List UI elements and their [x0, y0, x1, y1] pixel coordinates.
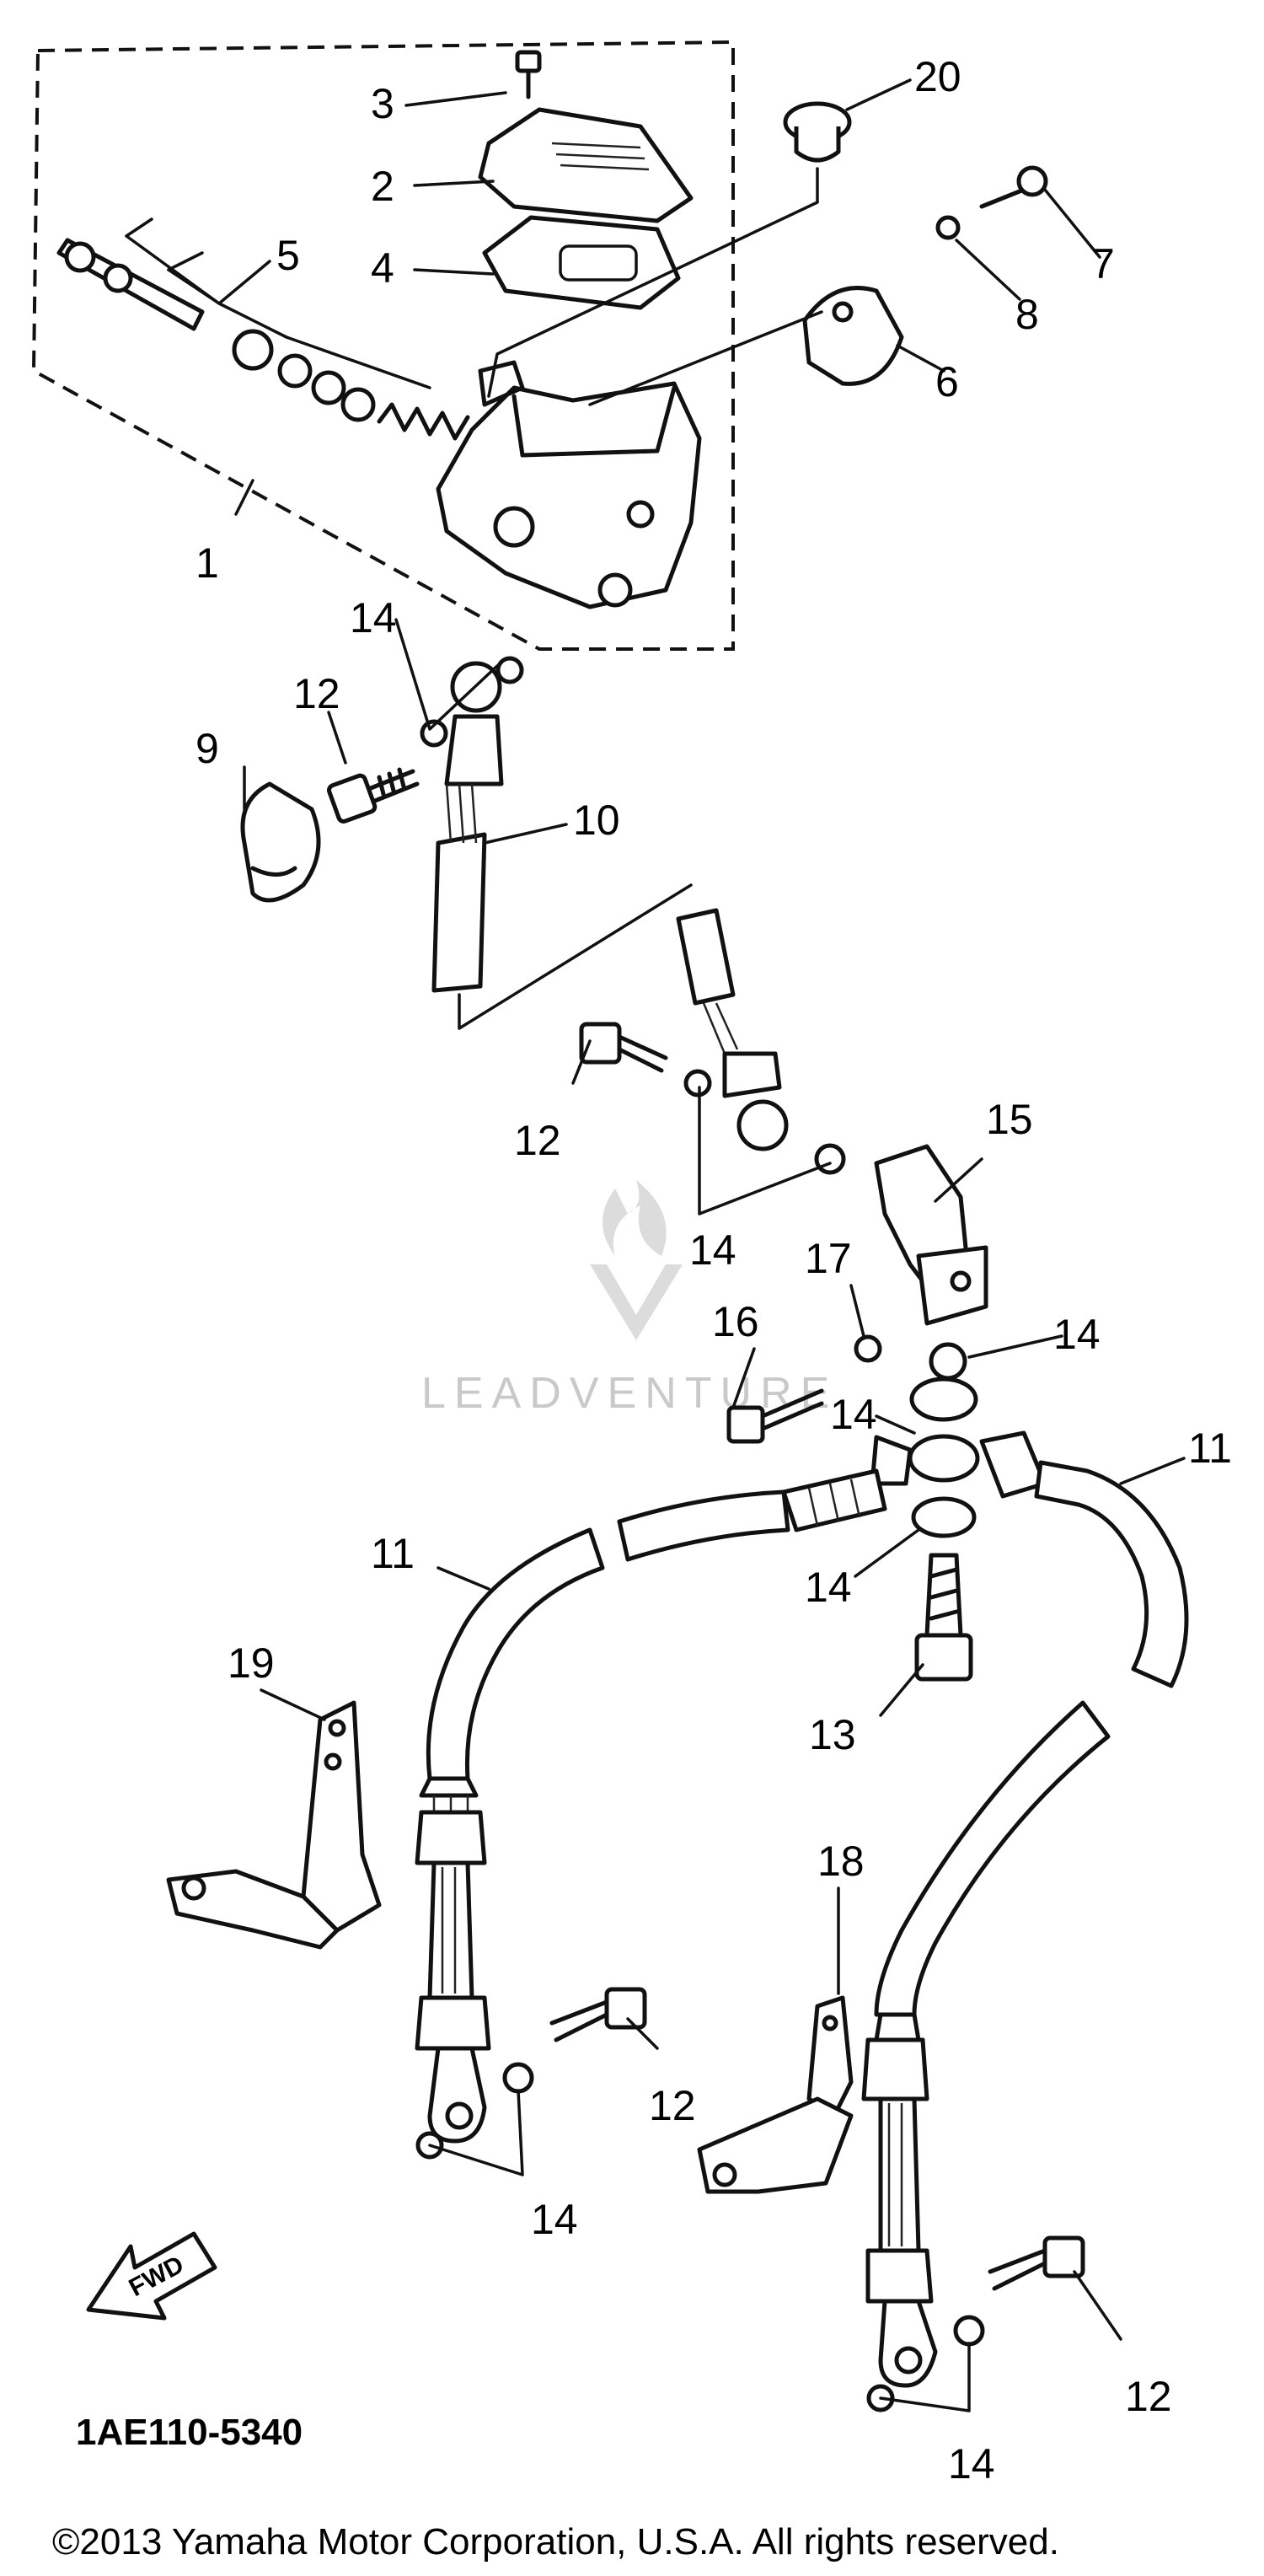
leader-lines: [125, 78, 1186, 2412]
diaphragm: [482, 215, 681, 310]
callout-14-stack-mid: 14: [830, 1391, 877, 1438]
callout-14-lower-right: 14: [948, 2440, 995, 2487]
master-cylinder-assembly: [31, 40, 735, 651]
callout-19: 19: [228, 1640, 275, 1687]
left-brake-hose: [415, 1468, 887, 2160]
reservoir-plug: [487, 101, 852, 398]
callout-10: 10: [573, 797, 620, 844]
copyright-notice: ©2013 Yamaha Motor Corporation, U.S.A. A…: [52, 2521, 1059, 2563]
callout-12-upper: 12: [293, 670, 340, 717]
upper-brake-hose-end: [420, 656, 693, 1030]
diagram-code: 1AE110-5340: [76, 2412, 303, 2453]
cap-screw: [515, 50, 542, 99]
forward-arrow-icon: FWD: [86, 2231, 217, 2321]
callout-14-lower-left: 14: [531, 2196, 578, 2243]
callout-20: 20: [914, 53, 961, 100]
callout-12-lower-right: 12: [1125, 2373, 1172, 2420]
mirror-screw: [979, 165, 1048, 209]
callout-14-stack-low: 14: [805, 1564, 852, 1611]
watermark: LEADVENTURE: [421, 1180, 829, 1418]
callout-14-middle: 14: [689, 1226, 736, 1274]
hose-holder-19: [166, 1700, 382, 1950]
union-bolt-lower-left: [549, 1987, 647, 2042]
callout-11-left: 11: [371, 1530, 415, 1577]
callout-2: 2: [371, 163, 394, 210]
boot-cap: [240, 781, 321, 903]
callout-5: 5: [276, 232, 300, 279]
callout-12-middle: 12: [514, 1117, 561, 1164]
union-bolt-lower-right: [988, 2235, 1085, 2291]
callout-labels: 1 2 3 4 5 6 7 8 9 10 11 11 12 12 12 12 1…: [195, 53, 1232, 2487]
callout-12-lower-left: 12: [649, 2082, 696, 2129]
washer-8: [935, 215, 961, 240]
callout-14-stack-top: 14: [1053, 1311, 1101, 1358]
callout-13: 13: [809, 1711, 856, 1758]
hose-middle-end: [676, 908, 846, 1175]
watermark-logo-icon: [590, 1180, 683, 1340]
brake-hose-joint: [874, 1144, 988, 1326]
callout-16: 16: [712, 1298, 759, 1345]
joint-bolt: [726, 1388, 824, 1444]
right-brake-hose: [861, 1460, 1189, 2412]
callout-9: 9: [195, 725, 219, 772]
master-cylinder-body: [436, 360, 702, 609]
callout-14-top: 14: [350, 594, 397, 641]
hose-holder-18: [697, 1995, 854, 2194]
callout-1: 1: [195, 539, 219, 587]
callout-3: 3: [371, 80, 394, 127]
callout-18: 18: [817, 1838, 865, 1885]
union-bolt-upper: [326, 767, 420, 824]
callout-8: 8: [1015, 291, 1039, 338]
union-bolt-middle: [579, 1022, 668, 1073]
callout-17: 17: [805, 1235, 852, 1282]
callout-11-right: 11: [1188, 1425, 1232, 1472]
joint-nut: [854, 1334, 882, 1363]
reservoir-cap: [478, 107, 694, 223]
callout-4: 4: [371, 244, 394, 292]
callout-6: 6: [935, 358, 959, 405]
callout-15: 15: [986, 1096, 1033, 1143]
holder-clamp: [588, 286, 904, 406]
piston-kit: [56, 217, 470, 441]
three-way-banjo: [870, 1342, 1047, 1682]
callout-7: 7: [1091, 240, 1115, 287]
